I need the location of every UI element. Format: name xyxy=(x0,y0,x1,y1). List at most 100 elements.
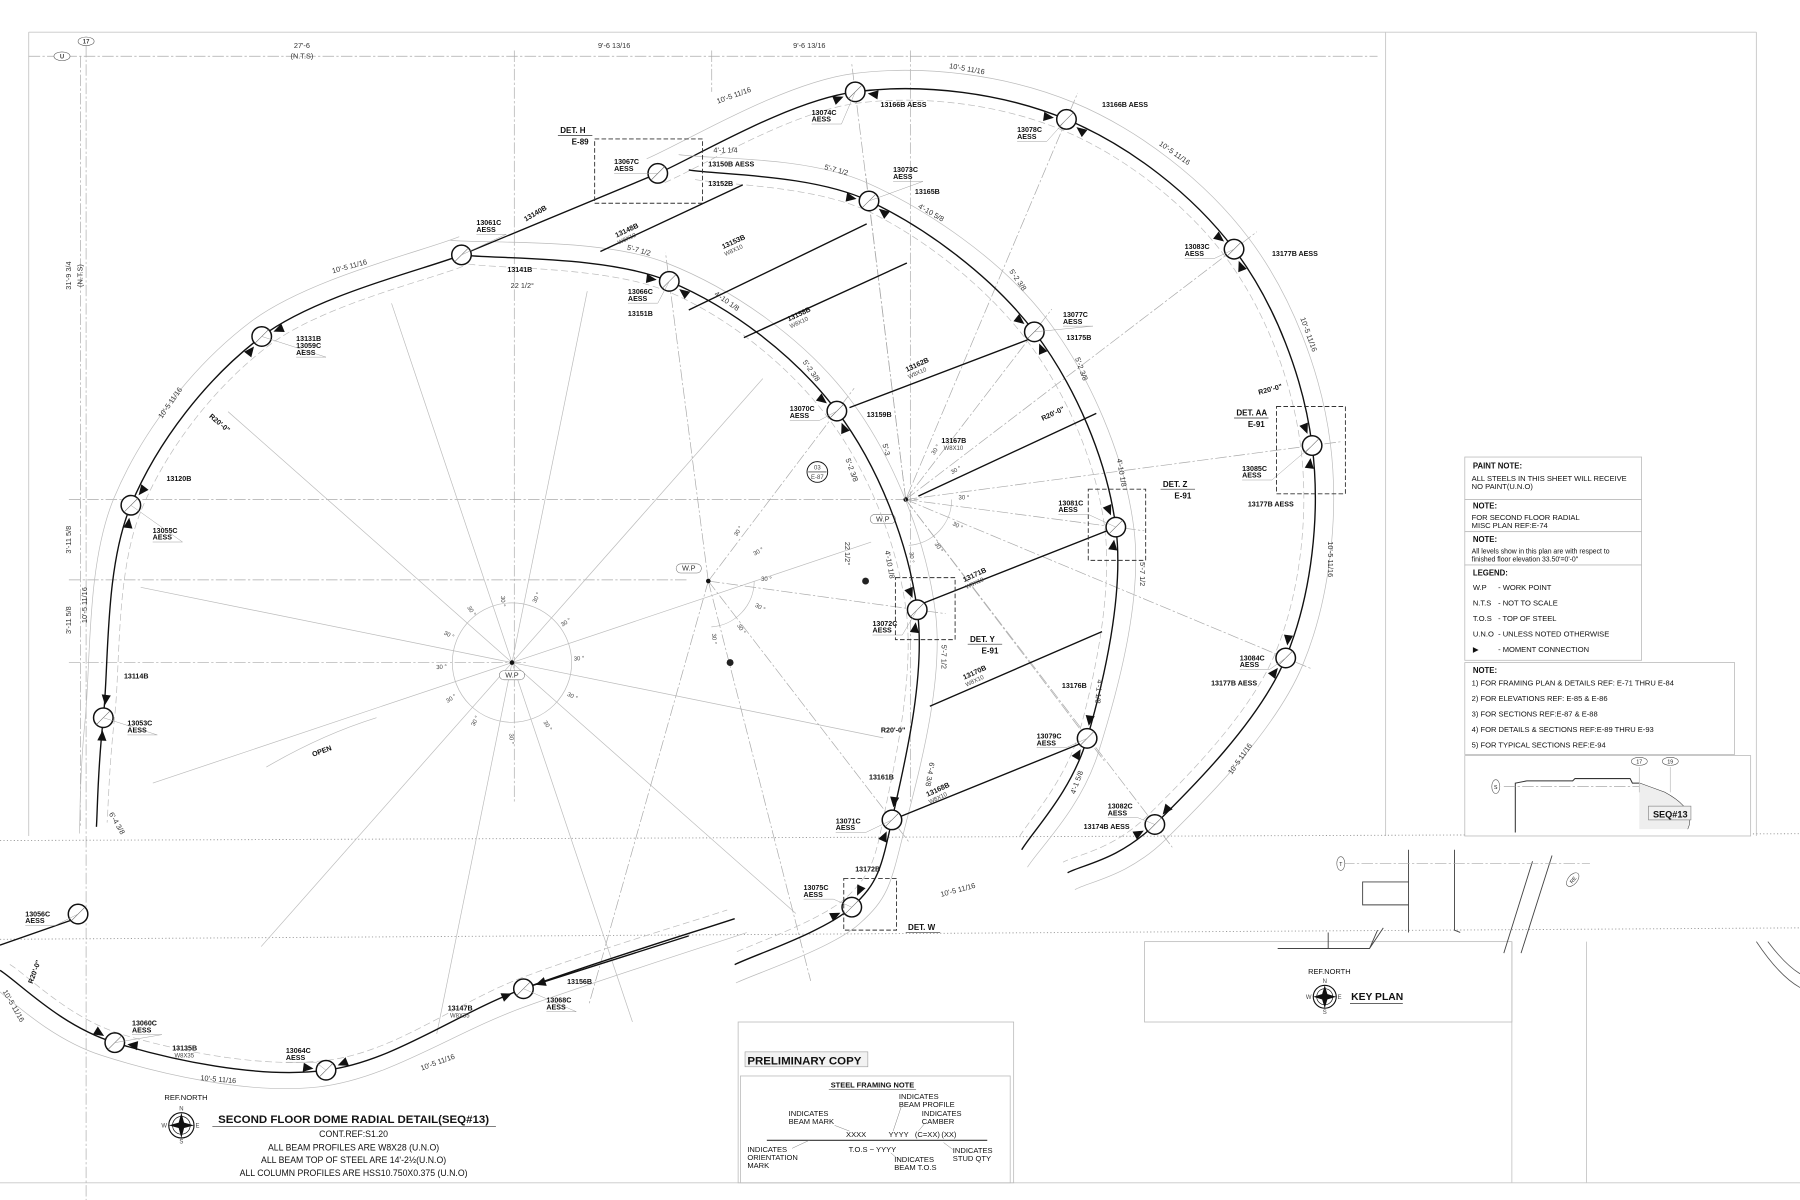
beam-mark: 13131B xyxy=(296,335,321,343)
detail-name: DET. W xyxy=(908,923,936,932)
framing-code: (C=XX) xyxy=(915,1130,940,1139)
beam-mark: 13166B AESS xyxy=(1102,101,1148,109)
framing-callout: BEAM PROFILE xyxy=(899,1100,955,1109)
detail-callout[interactable]: DET. HE-89 xyxy=(557,126,704,204)
dimension-label: 6'-4 3/8 xyxy=(923,762,936,787)
column-note: AESS xyxy=(1185,250,1205,258)
column-note: AESS xyxy=(893,173,913,181)
column-mark: 13075C xyxy=(804,884,829,892)
dimension-label: 5'-2 3/8 xyxy=(843,457,860,483)
note-heading: NOTE: xyxy=(1473,535,1497,544)
detail-sheet-ref: E-89 xyxy=(572,138,589,147)
radius-label: R20'-0" xyxy=(881,727,905,735)
angle-label: 30 ° xyxy=(754,603,767,614)
key-plan-seq-label: SEQ#13 xyxy=(1653,810,1688,820)
moment-connection-icon xyxy=(829,912,841,922)
angle-label: 30 ° xyxy=(950,465,963,476)
dimension-label: 10'-5 11/16 xyxy=(1326,541,1335,577)
dimension-label: 10'-5 11/16 xyxy=(939,881,976,899)
radius-label: R20'-0" xyxy=(27,959,43,985)
framing-callout: INDICATES xyxy=(894,1155,934,1164)
preliminary-copy-block: PRELIMINARY COPY STEEL FRAMING NOTE XXXX… xyxy=(737,1021,1015,1184)
column-note: AESS xyxy=(132,1026,152,1034)
column-mark: 13077C xyxy=(1063,311,1088,319)
note-line: finished floor elevation 33.50'=0'-0" xyxy=(1472,557,1579,564)
column-mark: 13074C xyxy=(812,109,837,117)
angle-label: 30 ° xyxy=(436,664,448,671)
reference-note: 3) FOR SECTIONS REF:E-87 & E-88 xyxy=(1472,710,1598,719)
key-plan-grid-bubble: RE xyxy=(1569,875,1579,885)
dimension-label: 3'-11 5/8 xyxy=(64,526,73,554)
framing-callout: INDICATES xyxy=(953,1146,993,1155)
dimension-label: 5'-7 1/2 xyxy=(939,645,948,669)
angle-label: 30 ° xyxy=(710,633,717,645)
column-note: AESS xyxy=(476,226,496,234)
angle-label: 30 ° xyxy=(907,552,914,564)
note-heading: NOTE: xyxy=(1473,666,1497,675)
framing-callout: MARK xyxy=(747,1161,769,1170)
column-note: AESS xyxy=(790,412,810,420)
detail-name: DET. Y xyxy=(970,635,995,644)
detail-callout[interactable]: DET. ZE-91 xyxy=(1087,480,1196,561)
dimension-label: 10'-5 11/16 xyxy=(949,61,986,76)
detail-callout[interactable]: DET. W xyxy=(843,878,941,933)
moment-connection-icon xyxy=(878,831,887,843)
open-label: OPEN xyxy=(311,744,333,758)
moment-connection-icon xyxy=(101,694,111,706)
radius-label: R20'-0" xyxy=(207,412,231,434)
compass-letter: E xyxy=(195,1124,199,1130)
moment-connection-icon xyxy=(1213,231,1225,242)
column-note: AESS xyxy=(628,295,648,303)
column-note: AESS xyxy=(1017,133,1037,141)
moment-connection-icon xyxy=(1038,343,1048,355)
note-line: FOR SECOND FLOOR RADIAL xyxy=(1472,513,1580,522)
column-mark: 13072C xyxy=(872,620,897,628)
moment-connection-icon xyxy=(302,1062,314,1072)
moment-connection-icon xyxy=(1283,634,1294,646)
detail-callout[interactable]: DET. AAE-91 xyxy=(1234,406,1346,495)
columns: 13067CAESS13074CAESS13078CAESS13083CAESS… xyxy=(25,81,1323,1081)
dimension-label: 10'-5 11/16 xyxy=(80,587,89,623)
framing-tos: T.O.S ~ YYYY xyxy=(849,1145,897,1154)
reference-note: 1) FOR FRAMING PLAN & DETAILS REF: E-71 … xyxy=(1472,679,1674,688)
detail-callout[interactable]: DET. YE-91 xyxy=(894,577,1003,656)
dimension-label: 10'-5 11/16 xyxy=(156,385,184,420)
center-mark-icon xyxy=(862,577,870,585)
angle-label: 30 ° xyxy=(445,693,458,704)
angle-label: 30 ° xyxy=(933,542,944,555)
moment-connection-icon xyxy=(832,96,844,105)
angle-label: 30 ° xyxy=(532,591,542,604)
legend-desc: - MOMENT CONNECTION xyxy=(1498,645,1589,654)
dimension-label: 10'-5 11/16 xyxy=(419,1052,456,1073)
key-plan-grid-bubble: S xyxy=(1494,785,1498,791)
general-note: ALL BEAM PROFILES ARE W8X28 (U.N.O) xyxy=(268,1143,439,1153)
legend-key: N.T.S xyxy=(1473,599,1491,608)
straight-beam xyxy=(923,529,1109,604)
dimension-label: 3'-11 5/8 xyxy=(64,606,73,634)
